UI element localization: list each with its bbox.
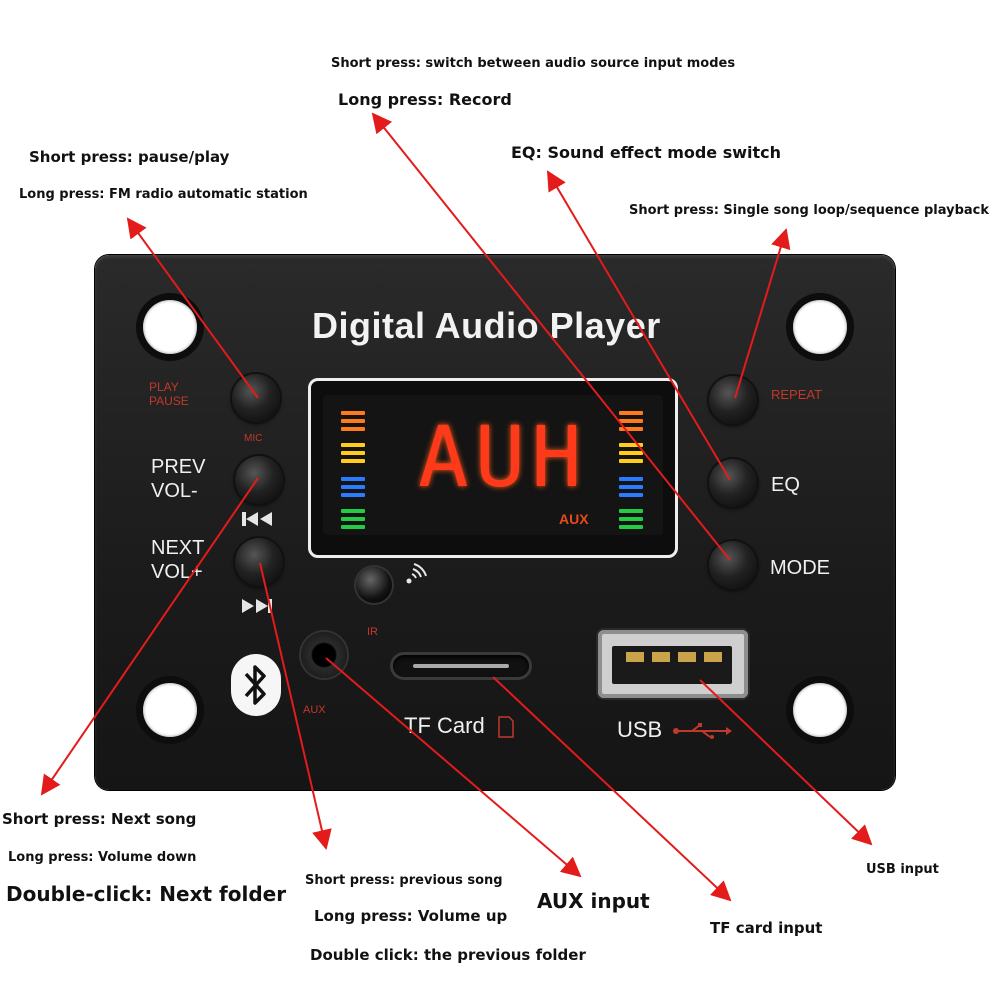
ir-sensor <box>356 567 392 603</box>
display-mode-indicator: AUX <box>559 511 589 527</box>
mic-label: MIC <box>244 433 263 444</box>
mount-hole-top-left <box>143 300 197 354</box>
mount-hole-bottom-right <box>793 683 847 737</box>
level-bar <box>619 427 643 431</box>
level-bar <box>341 459 365 463</box>
level-bar <box>341 427 365 431</box>
ir-signal-icon <box>406 563 427 584</box>
level-bar <box>341 477 365 481</box>
level-bar <box>341 517 365 521</box>
eq-label: EQ <box>771 474 800 496</box>
arrow-tf <box>492 676 732 902</box>
next-short-press-note: Short press: previous song <box>305 873 503 888</box>
prev-double-click-note: Double-click: Next folder <box>6 882 287 906</box>
display-digits: AUH <box>418 408 588 506</box>
usb-port-opening <box>612 646 732 684</box>
level-bar <box>619 411 643 415</box>
usb-input-note: USB input <box>866 862 939 877</box>
level-bar <box>619 485 643 489</box>
prev-track-icon <box>242 512 272 526</box>
tf-input-note: TF card input <box>710 919 823 937</box>
play-pause-label: PLAY PAUSE <box>149 380 189 408</box>
level-bar <box>619 525 643 529</box>
level-bar <box>341 411 365 415</box>
bluetooth-badge <box>231 654 281 716</box>
arrow-usb <box>699 679 873 846</box>
level-bar <box>341 443 365 447</box>
level-bar <box>619 451 643 455</box>
usb-pin <box>704 652 722 662</box>
level-bar <box>619 509 643 513</box>
level-bar <box>341 525 365 529</box>
eq-button[interactable] <box>709 459 757 507</box>
eq-note: EQ: Sound effect mode switch <box>511 143 782 162</box>
prev-label: PREV VOL- <box>151 456 206 502</box>
mode-label: MODE <box>770 557 830 579</box>
led-screen: AUH AUX <box>323 395 663 535</box>
usb-pin <box>652 652 670 662</box>
arrow-mode <box>371 112 731 561</box>
level-bar <box>619 493 643 497</box>
aux-label: AUX <box>303 704 326 716</box>
level-bar <box>341 485 365 489</box>
sd-card-icon <box>498 716 514 738</box>
repeat-label: REPEAT <box>771 387 823 402</box>
usb-symbol-icon <box>673 723 732 739</box>
usb-pin <box>678 652 696 662</box>
aux-input-note: AUX input <box>537 889 650 913</box>
prev-short-press-note: Short press: Next song <box>2 810 197 828</box>
mode-short-press-note: Short press: switch between audio source… <box>331 56 736 71</box>
arrow-next <box>259 562 332 850</box>
repeat-note: Short press: Single song loop/sequence p… <box>629 203 990 218</box>
level-bar <box>619 459 643 463</box>
level-bar <box>341 419 365 423</box>
tf-card-slot[interactable] <box>393 655 529 677</box>
level-bar <box>341 509 365 513</box>
mode-button[interactable] <box>709 541 757 589</box>
arrow-play-pause <box>126 217 259 399</box>
usb-port[interactable] <box>598 630 748 698</box>
arrow-prev <box>40 477 259 796</box>
prev-long-press-note: Long press: Volume down <box>8 850 197 865</box>
play-short-press-note: Short press: pause/play <box>29 148 230 166</box>
next-double-click-note: Double click: the previous folder <box>310 946 586 964</box>
arrow-aux <box>325 657 582 878</box>
level-bar <box>341 493 365 497</box>
mount-hole-top-right <box>793 300 847 354</box>
next-vol-up-button[interactable] <box>235 538 283 586</box>
mount-hole-bottom-left <box>143 683 197 737</box>
ir-label: IR <box>367 626 378 638</box>
usb-pin <box>626 652 644 662</box>
mode-long-press-note: Long press: Record <box>338 90 512 109</box>
usb-label: USB <box>617 717 663 742</box>
arrow-repeat <box>734 228 791 399</box>
level-bar <box>341 451 365 455</box>
level-bar <box>619 443 643 447</box>
tf-card-label: TF Card <box>404 713 485 738</box>
led-display: AUH AUX <box>308 378 678 558</box>
next-long-press-note: Long press: Volume up <box>314 907 508 925</box>
device-title: Digital Audio Player <box>312 305 661 346</box>
arrow-eq <box>546 170 731 481</box>
level-bar <box>619 517 643 521</box>
play-pause-button[interactable] <box>232 374 280 422</box>
prev-vol-down-button[interactable] <box>235 456 283 504</box>
bluetooth-icon <box>244 665 266 705</box>
level-bar <box>619 419 643 423</box>
level-bar <box>619 477 643 481</box>
play-long-press-note: Long press: FM radio automatic station <box>19 187 308 202</box>
repeat-button[interactable] <box>709 376 757 424</box>
